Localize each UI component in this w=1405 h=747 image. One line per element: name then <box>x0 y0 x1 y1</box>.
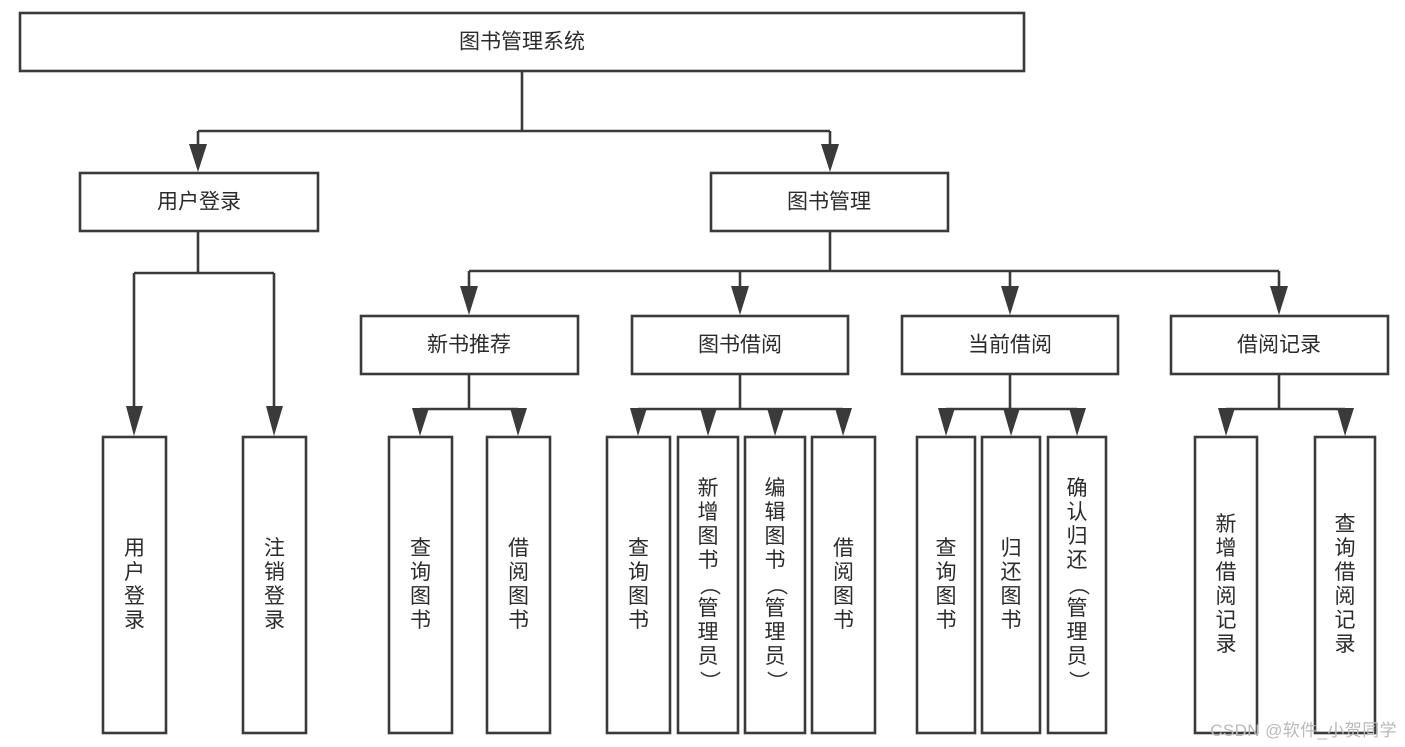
node-new-book-recommend[interactable]: 新书推荐 <box>359 314 580 376</box>
node-book-borrow-label: 图书借阅 <box>698 334 782 357</box>
connector-group-root-to-level2 <box>189 71 839 172</box>
arrow-head-new-book-recommend <box>460 286 478 315</box>
node-borrow-record-label: 借阅记录 <box>1237 334 1321 357</box>
node-borrow-record[interactable]: 借阅记录 <box>1169 314 1390 376</box>
node-leaf-query-book-rec-box[interactable] <box>387 435 454 735</box>
node-leaf-logout-login-box[interactable] <box>241 435 308 735</box>
node-leaf-confirm-return-admin-box[interactable] <box>1046 435 1108 735</box>
node-leaf-query-borrow-record-box[interactable] <box>1313 435 1377 735</box>
node-leaf-user-login-box[interactable] <box>101 435 168 735</box>
arrow-head-leaf-logout-login <box>266 406 283 436</box>
node-root-box[interactable] <box>18 11 1026 73</box>
node-book-management-box[interactable] <box>709 171 950 233</box>
node-current-borrow-label: 当前借阅 <box>968 334 1052 357</box>
node-leaf-borrow-book-box[interactable] <box>810 435 877 735</box>
node-leaf-edit-book-admin-box[interactable] <box>743 435 807 735</box>
arrow-head-current-borrow <box>1001 286 1019 315</box>
node-book-borrow[interactable]: 图书借阅 <box>630 314 850 376</box>
connector-group-book-management-to-level3 <box>460 231 1288 315</box>
arrow-head-leaf-user-login <box>126 406 143 436</box>
arrow-head-leaf-borrow-book-rec <box>510 408 527 436</box>
node-book-management[interactable]: 图书管理 <box>709 171 950 233</box>
arrow-head-user-login <box>189 144 207 172</box>
connector-group-user-login-to-leaves <box>126 231 283 436</box>
node-new-book-recommend-box[interactable] <box>359 314 580 376</box>
node-leaf-add-borrow-record-box[interactable] <box>1193 435 1259 735</box>
node-current-borrow-box[interactable] <box>900 314 1120 376</box>
arrow-head-borrow-record <box>1270 286 1288 315</box>
arrow-head-leaf-edit-book-admin <box>767 408 784 436</box>
node-borrow-record-box[interactable] <box>1169 314 1390 376</box>
node-user-login-label: 用户登录 <box>157 191 241 214</box>
node-leaf-return-book-box[interactable] <box>980 435 1042 735</box>
node-current-borrow[interactable]: 当前借阅 <box>900 314 1120 376</box>
connector-group-borrow-record-to-leaves <box>1218 374 1354 436</box>
connector-group-book-borrow-to-leaves <box>630 374 852 436</box>
node-book-borrow-box[interactable] <box>630 314 850 376</box>
arrow-head-leaf-return-book <box>1003 408 1020 436</box>
node-leaf-borrow-book-rec-box[interactable] <box>485 435 552 735</box>
arrow-head-leaf-confirm-return-admin <box>1069 408 1086 436</box>
arrow-head-leaf-query-book-current <box>938 408 955 436</box>
connector-group-new-book-recommend-to-leaves <box>412 374 527 436</box>
node-book-management-label: 图书管理 <box>787 191 871 214</box>
node-new-book-recommend-label: 新书推荐 <box>427 334 511 357</box>
node-root[interactable]: 图书管理系统 <box>18 11 1026 73</box>
node-leaf-query-book-borrow-box[interactable] <box>605 435 672 735</box>
node-user-login-box[interactable] <box>78 171 320 233</box>
arrow-head-leaf-query-borrow-record <box>1337 408 1354 436</box>
node-user-login[interactable]: 用户登录 <box>78 171 320 233</box>
node-leaf-query-book-current-box[interactable] <box>915 435 977 735</box>
arrow-head-leaf-borrow-book <box>835 408 852 436</box>
arrow-head-book-management <box>821 144 839 172</box>
arrow-head-leaf-add-book-admin <box>700 408 717 436</box>
leaf-node-boxes <box>101 435 1377 735</box>
node-root-label: 图书管理系统 <box>459 31 585 54</box>
arrow-head-book-borrow <box>731 286 749 315</box>
connector-group-current-borrow-to-leaves <box>938 374 1086 436</box>
arrow-head-leaf-query-book-borrow <box>630 408 647 436</box>
arrow-head-leaf-query-book-rec <box>412 408 429 436</box>
node-leaf-add-book-admin-box[interactable] <box>676 435 740 735</box>
arrow-head-leaf-add-borrow-record <box>1218 408 1235 436</box>
